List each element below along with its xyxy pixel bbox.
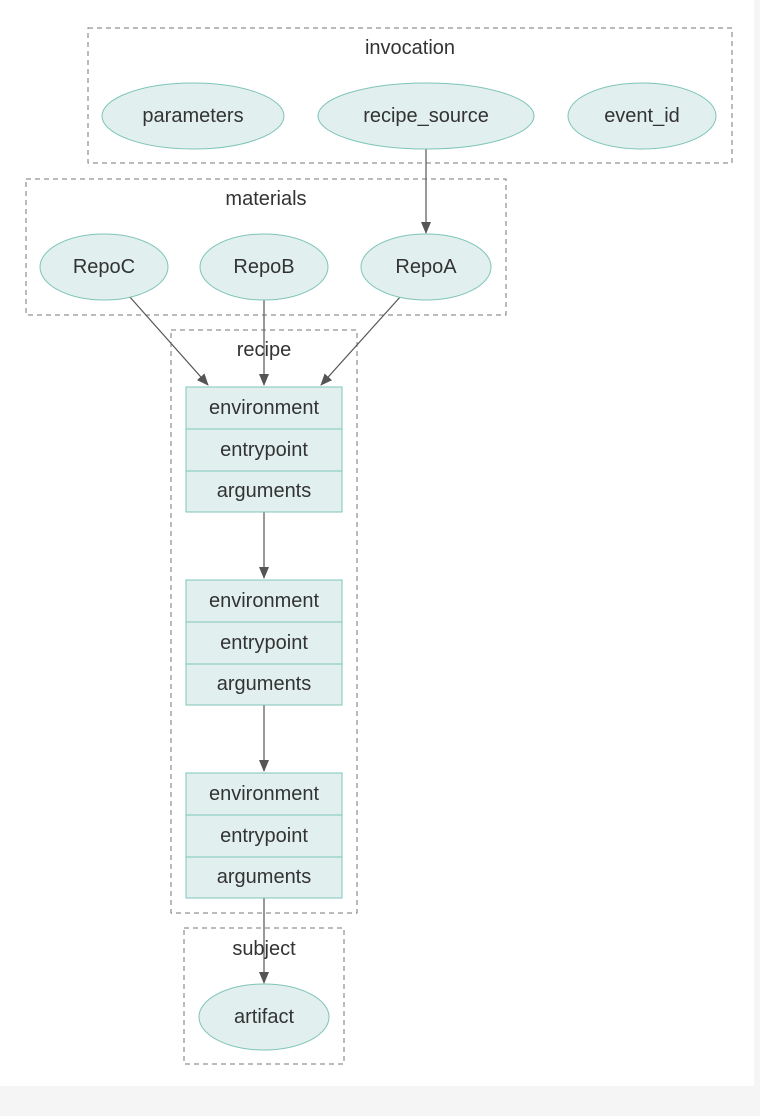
step-1-entrypoint-cell	[185, 428, 343, 472]
cluster-materials-border	[25, 178, 507, 316]
node-recipe-source-label: recipe_source	[363, 105, 489, 127]
node-artifact: artifact	[198, 983, 330, 1051]
step-3-entrypoint-cell	[185, 814, 343, 858]
edge-repo-a-to-recipe	[320, 295, 402, 386]
step-2-arguments-cell	[185, 663, 343, 706]
provenance-diagram: invocation materials recipe subject para…	[25, 27, 733, 1065]
recipe-step-2: environment entrypoint arguments	[185, 579, 343, 706]
step-2-entrypoint-label: entrypoint	[220, 632, 308, 654]
step-3-arguments-cell	[185, 856, 343, 899]
recipe-step-1: environment entrypoint arguments	[185, 386, 343, 513]
node-repo-a: RepoA	[360, 233, 492, 301]
node-repo-b-label: RepoB	[233, 256, 294, 278]
node-repo-c: RepoC	[39, 233, 169, 301]
step-1-arguments-label: arguments	[217, 480, 312, 502]
node-repo-b: RepoB	[199, 233, 329, 301]
step-2-environment-cell	[185, 579, 343, 623]
recipe-step-3: environment entrypoint arguments	[185, 772, 343, 899]
node-recipe-source: recipe_source	[317, 82, 535, 150]
step-1-environment-label: environment	[209, 397, 320, 419]
step-3-environment-cell	[185, 772, 343, 816]
cluster-invocation-border	[87, 27, 733, 164]
step-2-arguments-label: arguments	[217, 673, 312, 695]
edge-repo-c-to-recipe	[128, 295, 209, 386]
node-parameters-label: parameters	[142, 105, 243, 127]
node-parameters: parameters	[101, 82, 285, 150]
diagram-canvas: invocation materials recipe subject para…	[25, 27, 733, 1065]
step-1-arguments-cell	[185, 470, 343, 513]
edges	[128, 149, 431, 984]
step-2-environment-label: environment	[209, 590, 320, 612]
cluster-subject-border	[183, 927, 345, 1065]
step-3-entrypoint-label: entrypoint	[220, 825, 308, 847]
cluster-materials-label: materials	[225, 188, 306, 210]
step-3-environment-label: environment	[209, 783, 320, 805]
node-event-id-label: event_id	[604, 105, 680, 127]
cluster-invocation-label: invocation	[365, 37, 455, 59]
node-repo-c-label: RepoC	[73, 256, 135, 278]
node-repo-a-label: RepoA	[395, 256, 457, 278]
step-1-entrypoint-label: entrypoint	[220, 439, 308, 461]
step-3-arguments-label: arguments	[217, 866, 312, 888]
node-event-id: event_id	[567, 82, 717, 150]
cluster-invocation: invocation	[87, 27, 733, 164]
node-artifact-label: artifact	[234, 1006, 294, 1028]
cluster-materials: materials	[25, 178, 507, 316]
